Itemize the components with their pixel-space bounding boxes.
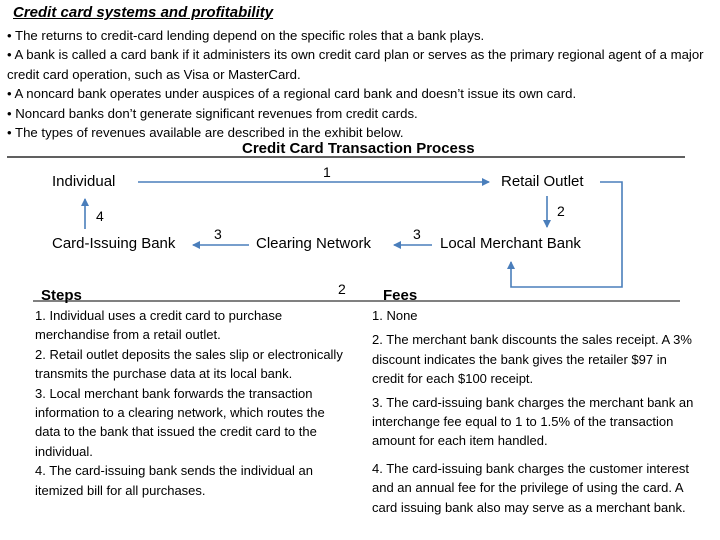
node-card-issuing-bank: Card-Issuing Bank [52, 235, 176, 252]
bullet-item: • A noncard bank operates under auspices… [7, 86, 577, 102]
step-number-label: 2 [557, 203, 565, 219]
step-number-label: 2 [338, 281, 346, 297]
node-individual: Individual [52, 173, 116, 190]
step-number-label: 4 [96, 208, 104, 224]
step-number-label: 3 [214, 226, 222, 242]
node-clearing-network: Clearing Network [256, 235, 372, 252]
bullet-item: • The returns to credit-card lending dep… [7, 28, 485, 43]
node-retail-outlet: Retail Outlet [501, 173, 584, 190]
fee-item: 1. None [372, 308, 418, 323]
process-title: Credit Card Transaction Process [242, 140, 475, 157]
fee-item: 2. The merchant bank discounts the sales… [372, 332, 692, 387]
bullet-item: • A bank is called a card bank if it adm… [7, 47, 704, 82]
arrow-retail-loop [507, 181, 623, 288]
step-item: 2. Retail outlet deposits the sales slip… [35, 346, 343, 382]
fee-item: 4. The card-issuing bank charges the cus… [372, 460, 689, 515]
step-item: 3. Local merchant bank forwards the tran… [35, 385, 325, 459]
node-local-merchant-bank: Local Merchant Bank [440, 235, 581, 252]
step-item: 1. Individual uses a credit card to purc… [35, 308, 283, 343]
fees-list: 1. None 2. The merchant bank discounts t… [372, 306, 702, 517]
steps-list: 1. Individual uses a credit card to purc… [35, 306, 347, 500]
bullet-item: • The types of revenues available are de… [7, 125, 404, 141]
bullet-list: • The returns to credit-card lending dep… [7, 26, 713, 142]
step-number-label: 1 [323, 164, 331, 180]
step-item: 4. The card-issuing bank sends the indiv… [35, 463, 313, 498]
steps-heading: Steps [41, 287, 82, 304]
fees-heading: Fees [383, 287, 418, 304]
fee-item: 3. The card-issuing bank charges the mer… [372, 394, 694, 449]
page-title: Credit card systems and profitability [13, 4, 274, 21]
bullet-item: • Noncard banks don’t generate significa… [7, 105, 418, 121]
step-number-label: 3 [413, 226, 421, 242]
